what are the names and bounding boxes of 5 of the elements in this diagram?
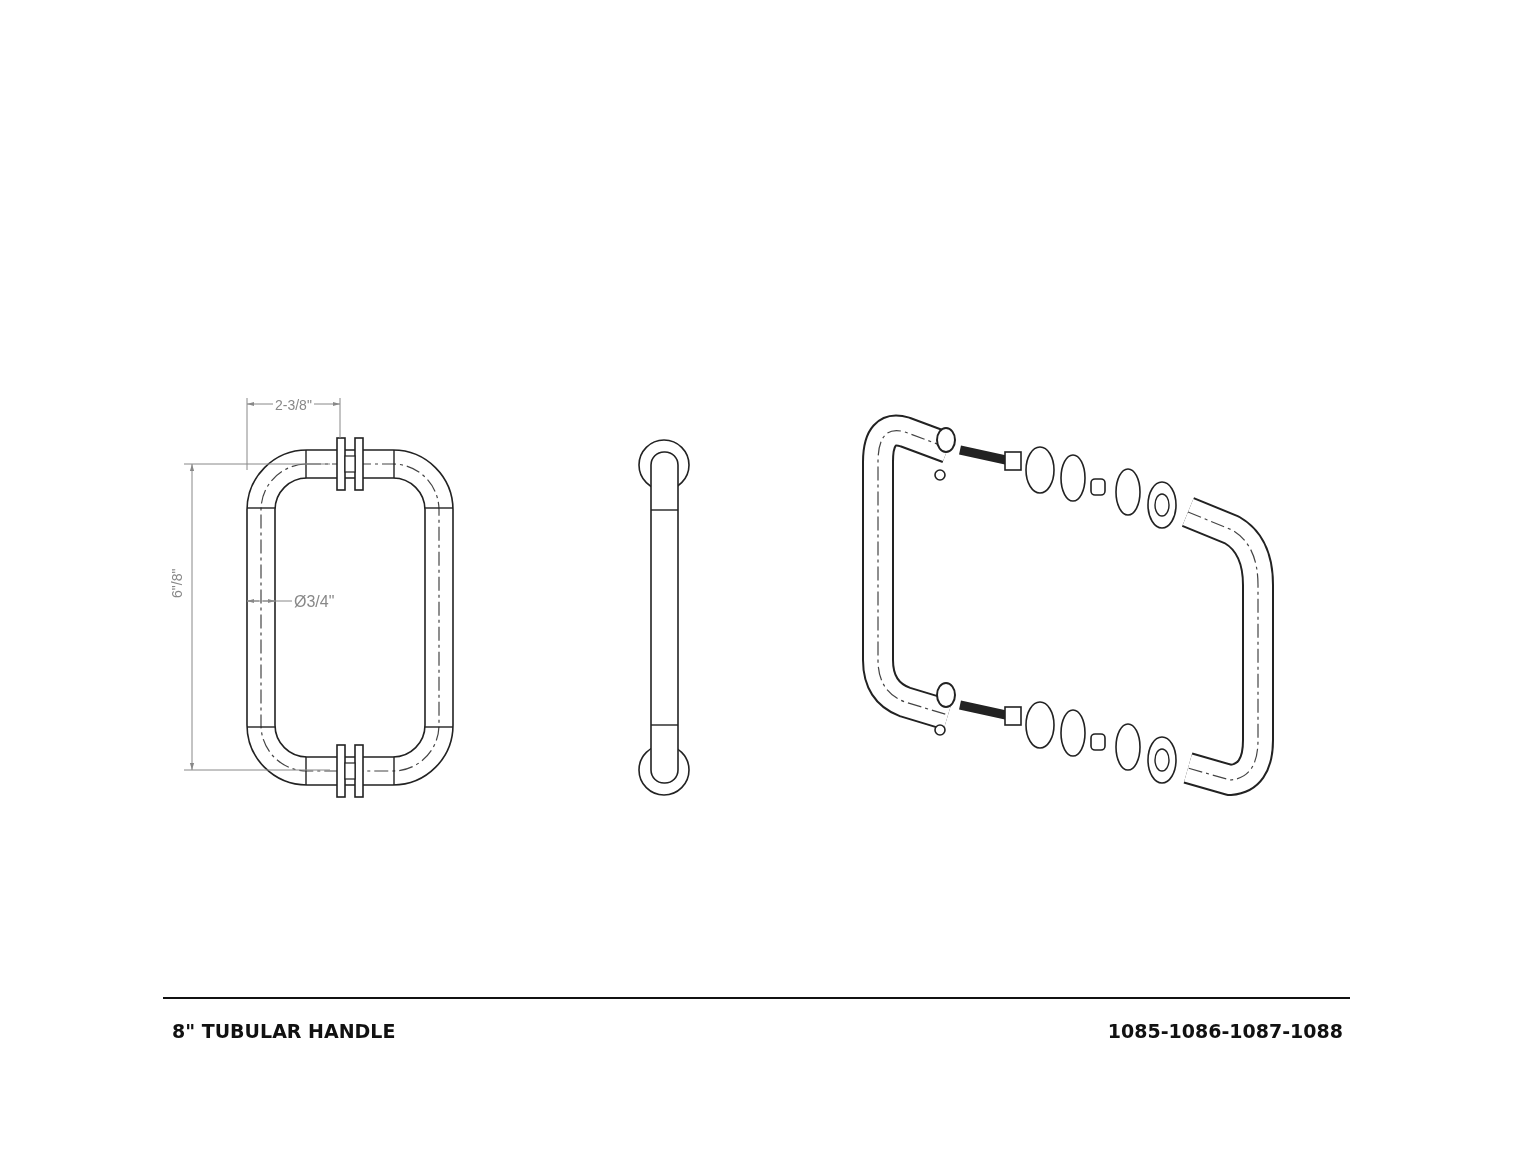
dimension-label: 6"/8" [170,566,184,600]
dimension-label: 2-3/8" [273,398,314,412]
part-number: 1085-1086-1087-1088 [1107,1022,1343,1041]
title-text: 8" TUBULAR HANDLE [172,1022,396,1041]
dimension-label: Ø3/4" [294,594,335,610]
